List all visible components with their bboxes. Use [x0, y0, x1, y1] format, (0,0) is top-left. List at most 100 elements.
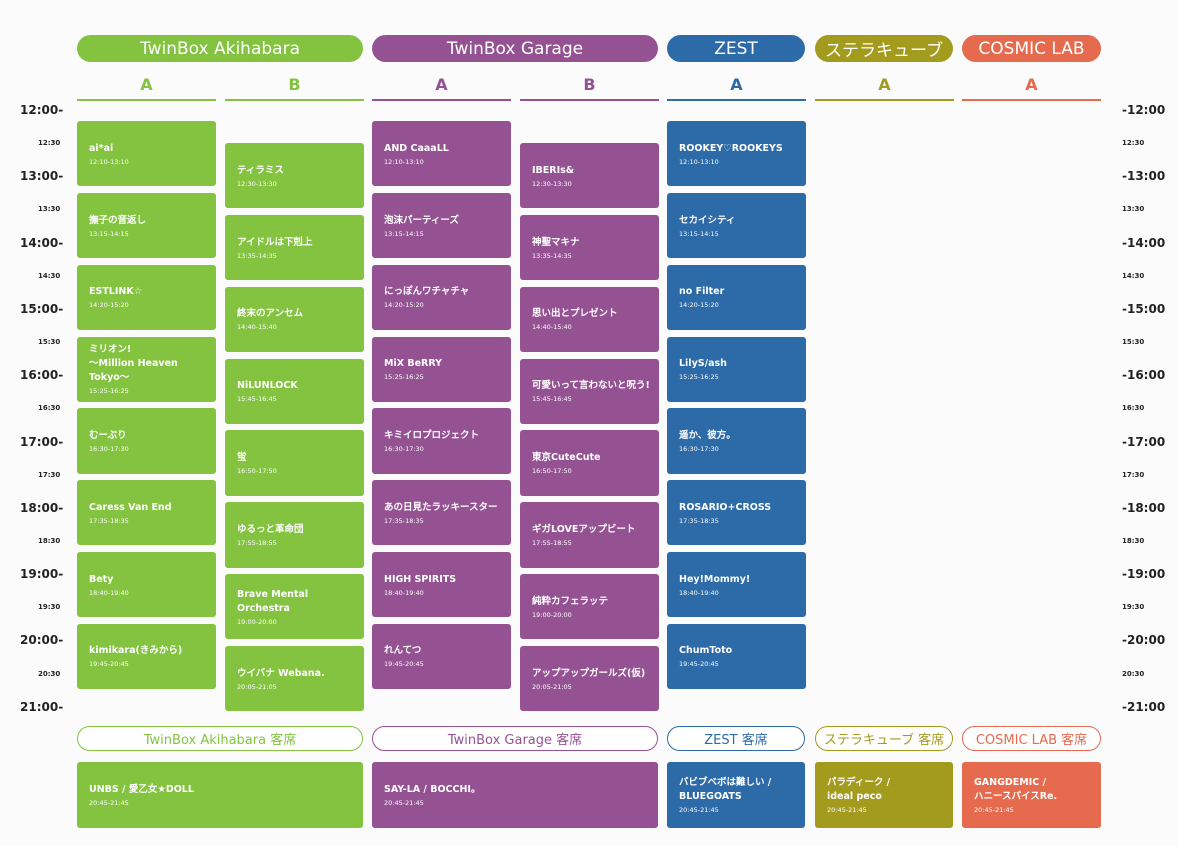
time-label-left: 12:30	[38, 139, 61, 148]
time-label-left: 18:00-	[20, 500, 64, 515]
performance-time: 20:45-21:45	[974, 806, 1014, 814]
performance-time: 19:45-20:45	[384, 660, 424, 669]
performer-name: 撫子の音返し	[89, 214, 147, 226]
performance-time: 13:35-14:35	[532, 251, 572, 260]
performer-name: ウイバナ Webana.	[237, 667, 325, 679]
performance-time: 16:30-17:30	[89, 444, 129, 453]
audience-header: ZEST 客席	[667, 726, 805, 751]
time-label-right: -16:00	[1122, 368, 1166, 383]
time-label-left: 13:30	[38, 205, 61, 214]
time-label-left: 19:00-	[20, 567, 64, 582]
performance-slot[interactable]: ウイバナ Webana.20:05-21:05	[225, 645, 364, 712]
performance-time: 18:40-19:40	[679, 588, 719, 597]
performance-slot[interactable]: 可愛いって言わないと呪う!15:45-16:45	[520, 358, 659, 424]
performance-time: 20:45-21:45	[827, 806, 867, 814]
venue-header-zest: ZEST	[667, 35, 805, 62]
performance-time: 17:35-18:35	[679, 516, 719, 525]
time-label-right: -13:00	[1122, 169, 1166, 184]
performance-time: 12:30-13:30	[532, 179, 572, 188]
time-label-right: 15:30	[1122, 338, 1145, 347]
audience-slot[interactable]: GANGDEMIC / ハニースパイスRe.20:45-21:45	[962, 762, 1101, 828]
time-label-left: 18:30	[38, 536, 61, 545]
performer-name: むーぶり	[89, 429, 127, 441]
performer-name: MiX BeRRY	[384, 358, 443, 370]
performer-name: Brave Mental Orchestra	[237, 588, 309, 614]
performance-time: 20:05-21:05	[532, 682, 572, 691]
performer-name: あの日見たラッキースター	[384, 501, 498, 513]
time-label-right: -18:00	[1122, 500, 1166, 515]
time-label-left: 12:00-	[20, 103, 64, 117]
performer-name: ROOKEY♡ROOKEYS	[679, 142, 783, 154]
performer-name: Hey!Mommy!	[679, 573, 751, 585]
performer-name: バビブベボは難しい / BLUEGOATS	[679, 777, 772, 802]
time-label-left: 20:00-	[20, 633, 64, 648]
performance-slot[interactable]: むーぶり 16:30-17:30	[77, 408, 216, 474]
performance-time: 18:40-19:40	[89, 588, 129, 597]
performance-slot[interactable]: Hey!Mommy! 18:40-19:40	[667, 552, 806, 618]
performer-name: Caress Van End	[89, 501, 172, 513]
time-label-right: -19:00	[1122, 567, 1166, 582]
performance-slot[interactable]: Bety 18:40-19:40	[77, 552, 216, 618]
audience-header: TwinBox Garage 客席	[372, 726, 658, 751]
time-label-right: -14:00	[1122, 235, 1166, 250]
performance-time: 12:10-13:10	[89, 157, 129, 166]
performer-name: ミリオン! 〜Million Heaven Tokyo〜	[89, 344, 178, 384]
performance-slot[interactable]: Brave Mental Orchestra 19:00-20:00	[225, 574, 364, 640]
performance-slot[interactable]: ESTLINK☆14:20-15:20	[77, 264, 216, 330]
performance-slot[interactable]: 遥か、彼方。16:30-17:30	[667, 408, 806, 474]
performance-time: 12:10-13:10	[384, 157, 424, 166]
time-label-right: -21:00	[1122, 699, 1166, 714]
performance-time: 15:25-16:25	[679, 373, 719, 382]
performance-time: 18:40-19:40	[384, 588, 424, 597]
time-label-left: 13:00-	[20, 169, 64, 184]
performance-slot[interactable]: AND CaaaLL 12:10-13:10	[372, 121, 511, 187]
audience-slot[interactable]: SAY-LA / BOCCHI。20:45-21:45	[372, 762, 658, 828]
venue-header-garage: TwinBox Garage	[372, 35, 658, 62]
performance-slot[interactable]: ミリオン! 〜Million Heaven Tokyo〜15:25-16:25	[77, 336, 216, 402]
performance-time: 19:00-20:00	[237, 617, 277, 626]
time-label-right: 16:30	[1122, 404, 1145, 413]
performer-name: AND CaaaLL	[384, 142, 449, 154]
performance-slot[interactable]: kimikara(きみから)19:45-20:45	[77, 623, 216, 690]
stage-label: A	[815, 75, 954, 101]
time-label-left: 16:30	[38, 404, 61, 413]
time-label-right: 17:30	[1122, 470, 1145, 479]
time-label-left: 19:30	[38, 603, 61, 612]
performance-slot[interactable]: アップアップガールズ(仮)20:05-21:05	[520, 645, 659, 712]
performance-slot[interactable]: IBERIs&12:30-13:30	[520, 143, 659, 209]
performance-time: 16:30-17:30	[384, 444, 424, 453]
performance-time: 20:45-21:45	[89, 799, 129, 807]
performance-time: 13:15-14:15	[679, 229, 719, 238]
performer-name: Bety	[89, 573, 114, 585]
